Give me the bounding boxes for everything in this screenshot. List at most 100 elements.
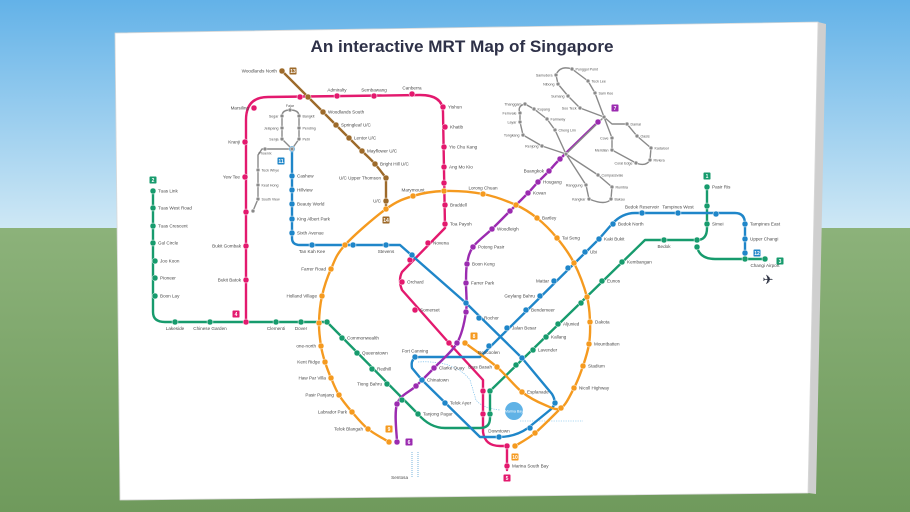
station-label[interactable]: Marina South Bay (512, 464, 549, 469)
station-label[interactable]: Admiralty (327, 88, 347, 93)
station-label[interactable]: Bakau (615, 198, 625, 202)
station-label[interactable]: Teck Lee (592, 80, 606, 84)
station-marker[interactable] (693, 236, 701, 244)
station-marker[interactable] (393, 400, 401, 408)
station-marker[interactable] (581, 248, 589, 256)
station-marker[interactable] (674, 209, 682, 217)
station-marker[interactable] (409, 192, 417, 200)
station-marker[interactable] (556, 155, 564, 163)
station-label[interactable]: Khatib (450, 125, 463, 130)
station-marker[interactable] (518, 354, 526, 362)
station-marker[interactable] (241, 173, 249, 181)
station-label[interactable]: Geylang Bahru (504, 294, 535, 299)
station-marker[interactable] (250, 208, 256, 214)
station-marker[interactable] (703, 220, 711, 228)
station-marker[interactable] (242, 318, 250, 326)
station-marker[interactable] (712, 210, 720, 218)
station-marker[interactable] (338, 334, 346, 342)
station-marker[interactable] (462, 308, 470, 316)
station-marker[interactable] (517, 119, 523, 125)
station-marker[interactable] (382, 197, 390, 205)
station-label[interactable]: Senja (269, 138, 278, 142)
station-marker[interactable] (424, 239, 432, 247)
station-marker[interactable] (594, 118, 602, 126)
station-label[interactable]: Jalan Besar (512, 326, 537, 331)
station-marker[interactable] (408, 90, 416, 98)
station-marker[interactable] (703, 202, 711, 210)
station-label[interactable]: Farrer Road (301, 267, 326, 272)
station-marker[interactable] (693, 243, 701, 251)
station-label[interactable]: Pending (303, 127, 316, 131)
station-marker[interactable] (609, 147, 615, 153)
station-marker[interactable] (506, 207, 514, 215)
station-marker[interactable] (414, 410, 422, 418)
station-label[interactable]: Novena (433, 241, 449, 246)
station-marker[interactable] (518, 388, 526, 396)
station-label[interactable]: Woodlands South (328, 110, 365, 115)
station-label[interactable]: Pioneer (160, 276, 176, 281)
station-marker[interactable] (151, 292, 159, 300)
station-label[interactable]: Kranji (228, 140, 240, 145)
station-marker[interactable] (206, 318, 214, 326)
station-label[interactable]: Soo Teck (562, 107, 577, 111)
station-marker[interactable] (503, 442, 511, 450)
station-label[interactable]: Bartley (542, 216, 557, 221)
station-label[interactable]: Farrer Park (471, 281, 495, 286)
station-label[interactable]: Buangkok (524, 169, 545, 174)
station-marker[interactable] (577, 299, 585, 307)
station-label[interactable]: Cove (600, 137, 608, 141)
station-marker[interactable] (503, 462, 511, 470)
station-marker[interactable] (493, 363, 501, 371)
station-marker[interactable] (486, 387, 494, 395)
station-marker[interactable] (321, 358, 329, 366)
station-marker[interactable] (703, 183, 711, 191)
station-label[interactable]: Bedok (657, 244, 671, 249)
station-marker[interactable] (440, 179, 448, 187)
station-marker[interactable] (242, 208, 250, 216)
station-label[interactable]: Redhill (377, 367, 391, 372)
station-marker[interactable] (341, 241, 349, 249)
station-label[interactable]: one-north (296, 344, 316, 349)
station-marker[interactable] (358, 147, 366, 155)
station-label[interactable]: Bedok Reservoir (625, 205, 659, 210)
station-marker[interactable] (441, 201, 449, 209)
station-label[interactable]: Fort Canning (402, 349, 429, 354)
station-label[interactable]: Springleaf U/C (341, 123, 372, 128)
station-marker[interactable] (586, 318, 594, 326)
station-marker[interactable] (545, 167, 553, 175)
station-marker[interactable] (570, 259, 578, 267)
station-marker[interactable] (479, 387, 487, 395)
station-marker[interactable] (453, 339, 461, 347)
station-label[interactable]: Rumbia (616, 186, 628, 190)
station-marker[interactable] (503, 324, 511, 332)
station-marker[interactable] (526, 424, 534, 432)
station-marker[interactable] (512, 201, 520, 209)
station-marker[interactable] (479, 190, 487, 198)
station-marker[interactable] (288, 200, 296, 208)
station-label[interactable]: Kent Ridge (297, 360, 320, 365)
station-label[interactable]: Mattar (536, 279, 549, 284)
station-label[interactable]: Yio Chu Kang (449, 145, 478, 150)
station-label[interactable]: Compassvale (602, 174, 624, 178)
station-label[interactable]: Yew Tee (223, 175, 241, 180)
station-marker[interactable] (660, 236, 668, 244)
station-label[interactable]: Sumang (551, 95, 564, 99)
station-marker[interactable] (522, 306, 530, 314)
station-marker[interactable] (262, 146, 268, 152)
station-label[interactable]: Kaki Bukit (604, 237, 625, 242)
station-marker[interactable] (536, 292, 544, 300)
station-marker[interactable] (272, 318, 280, 326)
station-label[interactable]: Marsiling (231, 106, 250, 111)
station-marker[interactable] (486, 410, 494, 418)
station-label[interactable]: Tampines East (750, 222, 781, 227)
station-marker[interactable] (333, 92, 341, 100)
station-label[interactable]: Thanggam (504, 103, 521, 107)
station-marker[interactable] (598, 277, 606, 285)
station-marker[interactable] (335, 391, 343, 399)
station-label[interactable]: Sixth Avenue (297, 231, 324, 236)
station-marker[interactable] (633, 160, 639, 166)
station-marker[interactable] (296, 113, 302, 119)
station-marker[interactable] (255, 182, 261, 188)
station-marker[interactable] (440, 143, 448, 151)
station-marker[interactable] (761, 255, 769, 263)
